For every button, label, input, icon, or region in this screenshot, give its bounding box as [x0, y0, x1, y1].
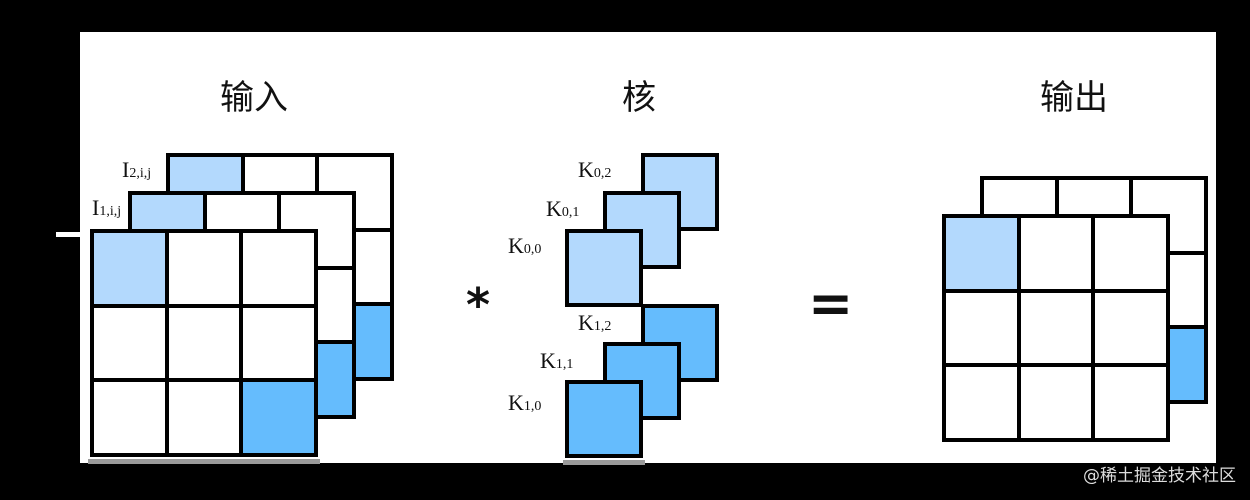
kernel-label-0-2: K0,2 [578, 157, 611, 183]
label-main: K [508, 390, 524, 415]
input-label-channel-2: I2,i,j [122, 157, 151, 183]
kernel-label-1-0: K1,0 [508, 390, 541, 416]
input-cell [168, 233, 240, 304]
kernel-label-0-0: K0,0 [508, 233, 541, 259]
output-cell [1095, 218, 1166, 289]
label-main: I [92, 195, 100, 220]
label-main: K [546, 196, 562, 221]
label-sub: 1,i,j [99, 204, 122, 219]
equals-operator: = [808, 272, 854, 335]
label-sub: 0,0 [523, 242, 542, 257]
output-cell [946, 367, 1017, 438]
output-cell [1020, 218, 1092, 289]
label-sub: 2,i,j [129, 166, 152, 181]
input-cell [94, 307, 165, 379]
input-cell-highlight [243, 382, 314, 453]
output-channel-0-grid [942, 214, 1170, 442]
output-cell [946, 292, 1017, 364]
watermark: @稀土掘金技术社区 [1083, 466, 1236, 486]
kernel-0-0 [565, 229, 643, 307]
edge-mark [56, 232, 80, 237]
input-cell [94, 382, 165, 453]
label-sub: 1,2 [593, 319, 612, 334]
input-shadow [88, 459, 320, 464]
input-cell [243, 233, 314, 304]
label-main: K [508, 233, 524, 258]
label-sub: 0,1 [561, 205, 580, 220]
kernel-1-0 [565, 380, 643, 458]
output-cell [1020, 292, 1092, 364]
label-sub: 1,1 [555, 357, 574, 372]
input-cell-highlight [94, 233, 165, 304]
input-label-channel-1: I1,i,j [92, 195, 121, 221]
kernel-label-1-1: K1,1 [540, 348, 573, 374]
output-cell [1095, 367, 1166, 438]
output-cell [1095, 292, 1166, 364]
input-cell [243, 307, 314, 379]
output-cell-highlight [946, 218, 1017, 289]
kernel-title: 核 [622, 78, 656, 118]
input-title: 输入 [220, 78, 288, 118]
output-cell [1020, 367, 1092, 438]
kernel-label-1-2: K1,2 [578, 310, 611, 336]
label-sub: 1,0 [523, 399, 542, 414]
input-cell [168, 307, 240, 379]
output-title: 输出 [1040, 78, 1108, 118]
label-main: K [578, 157, 594, 182]
kernel-shadow [563, 460, 645, 465]
label-main: K [578, 310, 594, 335]
label-main: K [540, 348, 556, 373]
input-channel-0-grid [90, 229, 318, 457]
input-cell [168, 382, 240, 453]
kernel-label-0-1: K0,1 [546, 196, 579, 222]
label-main: I [122, 157, 130, 182]
label-sub: 0,2 [593, 166, 612, 181]
convolution-operator: * [466, 278, 491, 332]
